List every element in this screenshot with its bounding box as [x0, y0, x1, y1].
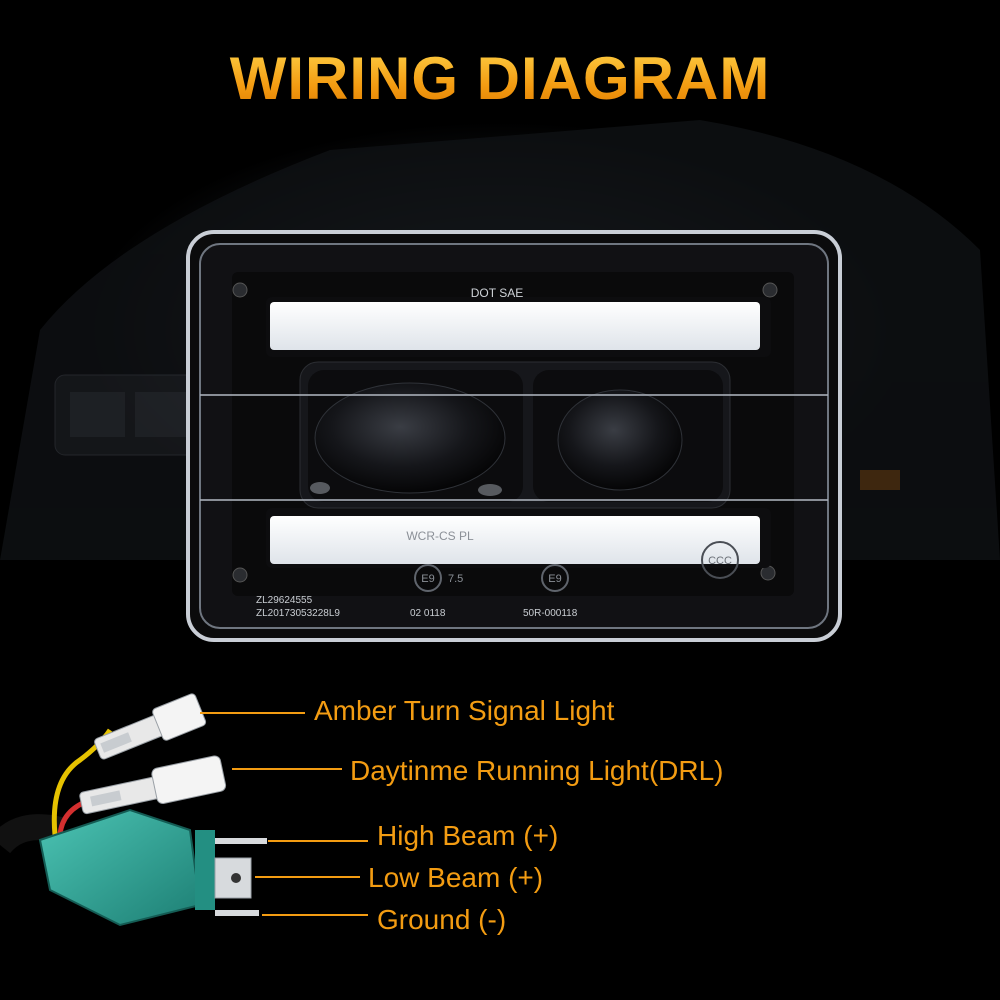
code-4: 50R-000118: [523, 608, 578, 619]
leader-line-drl: [232, 768, 342, 770]
label-amber-turn-signal: Amber Turn Signal Light: [314, 695, 615, 726]
leader-line-high-beam: [268, 840, 368, 842]
code-3: 02 0118: [410, 608, 446, 619]
diagram-title: WIRING DIAGRAM: [0, 44, 1000, 113]
code-1: ZL29624555: [256, 595, 313, 606]
lower-lens-mark: WCR-CS PL: [406, 529, 474, 543]
dot-sae-mark: DOT SAE: [471, 286, 523, 300]
label-high-beam: High Beam (+): [377, 820, 559, 851]
leader-line-ground: [262, 914, 368, 916]
label-low-beam: Low Beam (+): [368, 862, 544, 893]
cert-right-mark: CCC: [708, 555, 732, 567]
wiring-harness: [0, 693, 267, 927]
cert-mid-mark: E9: [548, 573, 561, 585]
leader-line-low-beam: [255, 876, 360, 878]
leader-line-amber: [200, 712, 305, 714]
label-drl: Daytinme Running Light(DRL): [350, 755, 724, 786]
cert-left-code: 7.5: [448, 573, 463, 585]
code-2: ZL20173053228L9: [256, 608, 340, 619]
headlight: [186, 230, 842, 642]
cert-left-mark: E9: [421, 573, 434, 585]
label-ground: Ground (-): [377, 904, 507, 935]
